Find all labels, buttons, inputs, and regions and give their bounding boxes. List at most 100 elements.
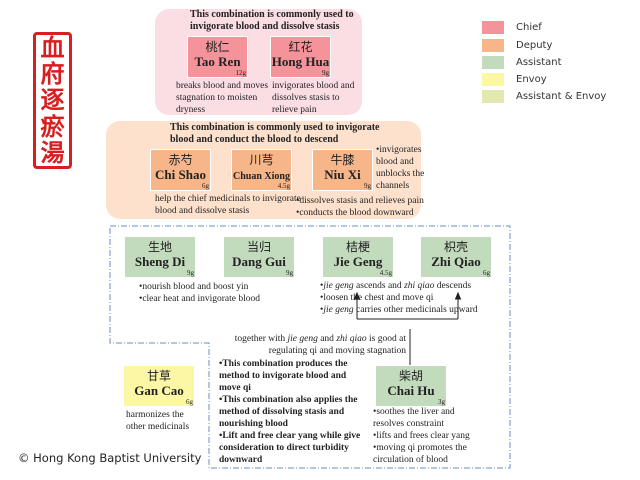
title-line: This combination is commonly used to inv… — [170, 122, 380, 133]
summary-line: nourishing blood — [219, 419, 288, 429]
legend-chief: Chief — [482, 20, 542, 34]
herb-chuan-xiong: 川芎 Chuan Xiong 4.5g — [231, 149, 292, 191]
herb-dose: 6g — [483, 269, 490, 277]
herb-cn: 当归 — [246, 240, 271, 254]
arrowhead-icon — [454, 291, 462, 300]
herb-dose: 3g — [438, 398, 445, 406]
title-line: invigorate blood and dissolve stasis — [190, 21, 340, 32]
herb-dang-gui: 当归 Dang Gui 9g — [223, 236, 295, 278]
legend-swatch — [482, 38, 504, 52]
desc-line: resolves constraint — [373, 419, 444, 429]
legend-deputy: Deputy — [482, 38, 552, 52]
herb-tao-ren: 桃仁 Tao Ren 12g — [187, 36, 248, 78]
herb-pinyin: Hong Hua — [271, 54, 330, 69]
herb-pinyin: Niu Xi — [324, 167, 361, 182]
seal-char: 血 — [40, 33, 65, 63]
herb-pinyin: Sheng Di — [134, 254, 186, 269]
desc-line: •nourish blood and boost yin — [139, 282, 249, 292]
dashed-border — [109, 225, 511, 469]
herb-cn: 红花 — [288, 40, 313, 54]
herb-pinyin: Gan Cao — [134, 383, 184, 398]
herb-cn: 牛膝 — [330, 153, 355, 167]
herb-chai-hu: 柴胡 Chai Hu 3g — [375, 365, 447, 407]
desc-line: •moving qi promotes the — [373, 443, 467, 453]
legend-label: Envoy — [516, 73, 547, 85]
summary-line: •Lift and free clear yang while give — [219, 431, 361, 441]
summary-line: move qi — [219, 383, 251, 393]
desc-line: •lifts and frees clear yang — [373, 431, 470, 441]
assistant-desc-left: •nourish blood and boost yin •clear heat… — [139, 281, 260, 305]
herb-jie-geng: 桔梗 Jie Geng 4.5g — [322, 236, 394, 278]
herb-sheng-di: 生地 Sheng Di 9g — [124, 236, 196, 278]
desc-line: •jie geng ascends and zhi qiao descends — [320, 281, 472, 291]
desc-line: dryness — [176, 105, 206, 115]
desc-line: •invigorates — [376, 145, 422, 155]
seal-char: 湯 — [40, 137, 65, 167]
herb-pinyin: Dang Gui — [232, 254, 286, 269]
assistant-desc-right: •jie geng ascends and zhi qiao descends … — [320, 280, 478, 316]
herb-niu-xi: 牛膝 Niu Xi 9g — [312, 149, 373, 191]
legend-swatch — [482, 72, 504, 86]
herb-hong-hua: 红花 Hong Hua 9g — [270, 36, 331, 78]
desc-line: invigorates blood and — [272, 81, 355, 91]
herb-cn: 生地 — [147, 240, 172, 254]
gan-cao-desc: harmonizes the other medicinals — [126, 409, 189, 433]
hong-hua-desc: invigorates blood and dissolves stasis t… — [272, 80, 354, 116]
herb-cn: 赤芍 — [168, 153, 193, 167]
herb-chi-shao: 赤芍 Chi Shao 6g — [150, 149, 211, 191]
herb-dose: 12g — [235, 69, 247, 77]
chai-hu-desc: •soothes the liver and resolves constrai… — [373, 406, 470, 466]
deputy-desc-left: help the chief medicinals to invigorate … — [155, 193, 301, 217]
note-line: together with jie geng and zhi qiao is g… — [234, 334, 406, 344]
desc-line: blood and — [376, 157, 414, 167]
herb-dose: 9g — [322, 69, 329, 77]
desc-line: unblocks the — [376, 169, 425, 179]
desc-line: •jie geng carries other medicinals upwar… — [320, 305, 478, 315]
desc-line: dissolves stasis to — [272, 93, 340, 103]
summary-line: downward — [219, 455, 263, 465]
herb-cn: 柴胡 — [398, 369, 423, 383]
desc-line: channels — [376, 181, 410, 191]
summary-text: •This combination produces the method to… — [219, 358, 360, 466]
desc-line: breaks blood and moves — [176, 81, 269, 91]
note-line: regulating qi and moving stagnation — [268, 346, 406, 356]
desc-line: harmonizes the — [126, 410, 184, 420]
title-line: blood and conduct the blood to descend — [170, 134, 339, 145]
deputy-group-title: This combination is commonly used to inv… — [170, 122, 379, 146]
herb-cn: 川芎 — [249, 153, 274, 167]
desc-line: •dissolves stasis and relieves pain — [296, 196, 424, 206]
summary-line: •This combination also applies the — [219, 395, 358, 405]
herb-pinyin: Chai Hu — [387, 383, 435, 398]
legend-swatch — [482, 20, 504, 34]
legend-label: Deputy — [516, 39, 553, 51]
herb-dose: 9g — [286, 269, 293, 277]
desc-line: •soothes the liver and — [373, 407, 455, 417]
herb-cn: 甘草 — [146, 369, 171, 383]
legend-swatch — [482, 55, 504, 69]
seal-char: 府 — [40, 59, 65, 89]
seal-char: 瘀 — [40, 111, 65, 141]
herb-pinyin: Jie Geng — [333, 254, 383, 269]
summary-line: method of dissolving stasis and — [219, 407, 345, 417]
desc-line: •loosen the chest and move qi — [320, 293, 434, 303]
arrowhead-icon — [353, 291, 361, 300]
herb-cn: 枳壳 — [443, 240, 468, 254]
herb-pinyin: Chuan Xiong — [233, 171, 290, 182]
herb-dose: 9g — [187, 269, 194, 277]
herb-pinyin: Chi Shao — [155, 167, 206, 182]
desc-line: blood and dissolve stasis — [155, 206, 250, 216]
title-line: This combination is commonly used to — [190, 9, 354, 20]
legend-assistant: Assistant — [482, 55, 562, 69]
herb-dose: 4.5g — [379, 269, 392, 277]
herb-cn: 桔梗 — [345, 240, 370, 254]
copyright: © Hong Kong Baptist University — [18, 451, 202, 465]
herb-gan-cao: 甘草 Gan Cao 6g — [123, 365, 195, 407]
niu-xi-side-desc: •invigorates blood and unblocks the chan… — [376, 144, 424, 192]
tao-ren-desc: breaks blood and moves stagnation to moi… — [176, 80, 268, 116]
desc-line: •conducts the blood downward — [296, 208, 414, 218]
herb-pinyin: Tao Ren — [194, 54, 241, 69]
legend-label: Chief — [516, 21, 542, 33]
connector-arrows — [353, 291, 462, 365]
desc-line: circulation of blood — [373, 455, 448, 465]
